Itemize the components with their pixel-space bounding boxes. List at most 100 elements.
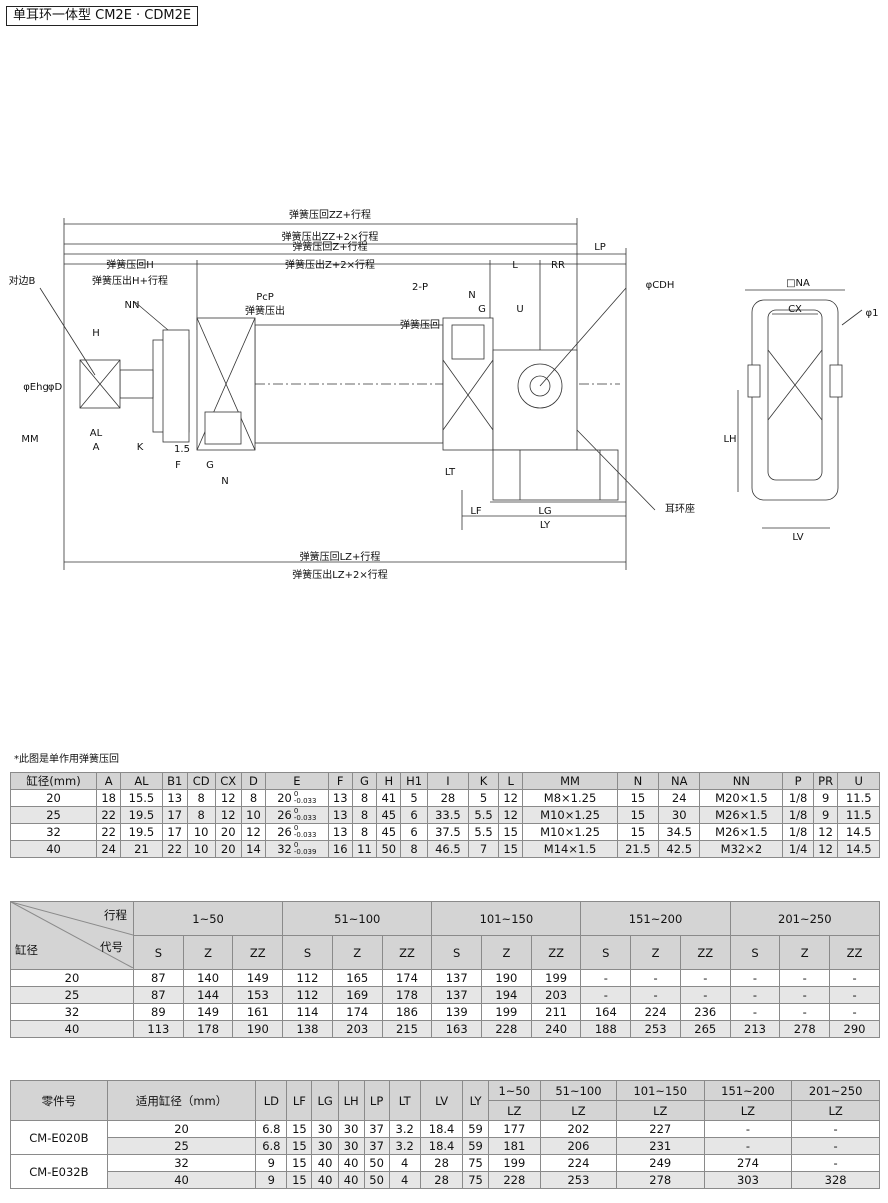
table-cell: 6 xyxy=(400,823,428,841)
ear-header-4: LG xyxy=(311,1080,339,1121)
table-cell: 34.5 xyxy=(658,823,701,841)
label-u: U xyxy=(516,304,523,315)
tol-upper: 0 xyxy=(293,790,299,799)
header-0: 缸径(mm) xyxy=(9,772,98,790)
table-cell: 190 xyxy=(232,1020,284,1038)
table-cell: 328 xyxy=(791,1171,880,1189)
table-cell: 5.5 xyxy=(468,823,500,841)
stroke-code: ZZ xyxy=(232,935,284,970)
table-cell: 6.8 xyxy=(255,1120,288,1138)
table-cell: 8 xyxy=(351,789,378,807)
stroke-code: S xyxy=(133,935,184,970)
table-cell: 8 xyxy=(186,789,216,807)
table-cell: 15 xyxy=(616,789,660,807)
table-cell: 28 xyxy=(419,1154,464,1172)
label-g: G xyxy=(478,304,486,315)
tol-lower: -0.033 xyxy=(293,797,317,806)
label-pcp: PcP xyxy=(256,292,274,303)
table-cell: M14×1.5 xyxy=(522,840,618,858)
e-tolerance: 0-0.033 xyxy=(294,791,317,805)
table-cell: 161 xyxy=(232,1003,284,1021)
table-cell: 7 xyxy=(468,840,500,858)
table-cell: 112 xyxy=(282,986,333,1004)
table-cell: 40 xyxy=(311,1154,339,1172)
table-cell: 15.5 xyxy=(120,789,163,807)
table-cell: 290 xyxy=(829,1020,880,1038)
ear-lz: LZ xyxy=(791,1100,880,1121)
table-cell: 240 xyxy=(530,1020,582,1038)
table-cell: 178 xyxy=(182,1020,234,1038)
label-ly: LY xyxy=(540,520,551,531)
corner-code: 代号 xyxy=(100,940,123,954)
table-cell: 14.5 xyxy=(837,840,880,858)
table-cell: 32 xyxy=(9,823,98,841)
table-cell: 12 xyxy=(240,823,267,841)
table-cell: 137 xyxy=(431,969,483,987)
table-cell: 278 xyxy=(779,1020,831,1038)
dim-lz-retract: 弹簧压回LZ+行程 xyxy=(300,550,381,563)
dim-l: L xyxy=(512,260,518,271)
table-cell: 28 xyxy=(419,1171,464,1189)
table-cell: 15 xyxy=(498,840,524,858)
table-cell: 4 xyxy=(388,1154,421,1172)
stroke-code: Z xyxy=(779,935,831,970)
dim-h-extend: 弹簧压出H+行程 xyxy=(92,274,168,287)
table-cell: 8 xyxy=(240,789,267,807)
header-9: G xyxy=(351,772,378,790)
table-cell: 28 xyxy=(426,789,470,807)
table-cell: 30 xyxy=(311,1120,339,1138)
table-cell: 186 xyxy=(381,1003,433,1021)
table-cell: 199 xyxy=(481,1003,532,1021)
header-11: H1 xyxy=(400,772,428,790)
table-cell: 9 xyxy=(812,789,839,807)
table-cell: 227 xyxy=(615,1120,705,1138)
table-cell: 75 xyxy=(462,1171,489,1189)
table-cell: 202 xyxy=(539,1120,617,1138)
table-cell: - xyxy=(679,969,731,987)
stroke-code: ZZ xyxy=(530,935,582,970)
table-cell: 194 xyxy=(481,986,532,1004)
dim-z-retract: 弹簧压回Z+行程 xyxy=(292,240,367,253)
stroke-code: Z xyxy=(331,935,383,970)
table-cell: 42.5 xyxy=(658,840,701,858)
label-n2: N xyxy=(221,476,228,487)
table-cell: 1/8 xyxy=(782,806,814,824)
table-cell: 137 xyxy=(431,986,483,1004)
header-17: NA xyxy=(658,772,701,790)
table-cell: 17 xyxy=(161,823,188,841)
table-cell: 188 xyxy=(580,1020,632,1038)
table-cell: 224 xyxy=(539,1154,617,1172)
table-cell: 15 xyxy=(286,1120,313,1138)
label-mm: MM xyxy=(21,434,38,445)
stroke-range: 1~50 xyxy=(132,901,284,936)
table-cell: 164 xyxy=(580,1003,632,1021)
label-lg: LG xyxy=(538,506,551,517)
corner-stroke: 行程 xyxy=(104,908,127,922)
table-cell: 199 xyxy=(487,1154,541,1172)
tol-lower: -0.033 xyxy=(293,814,317,823)
table-cell: 15 xyxy=(498,823,524,841)
table-cell: 12 xyxy=(498,789,524,807)
label-g2: G xyxy=(206,460,214,471)
dim-zz-extend: 弹簧压出ZZ+2×行程 xyxy=(282,230,379,243)
dim-h-retract: 弹簧压回H xyxy=(106,258,154,271)
table-cell: 18.4 xyxy=(419,1137,464,1155)
table-cell: 21.5 xyxy=(616,840,660,858)
table-cell: 1/8 xyxy=(782,823,814,841)
table-cell: 5 xyxy=(468,789,500,807)
stroke-code: ZZ xyxy=(829,935,880,970)
table-cell: 203 xyxy=(530,986,582,1004)
label-h: H xyxy=(92,328,100,339)
table-cell: 75 xyxy=(462,1154,489,1172)
table-cell: 10 xyxy=(186,840,216,858)
table-cell: 249 xyxy=(615,1154,705,1172)
dim-lz-extend: 弹簧压出LZ+2×行程 xyxy=(292,568,388,581)
table-cell: 213 xyxy=(729,1020,781,1038)
